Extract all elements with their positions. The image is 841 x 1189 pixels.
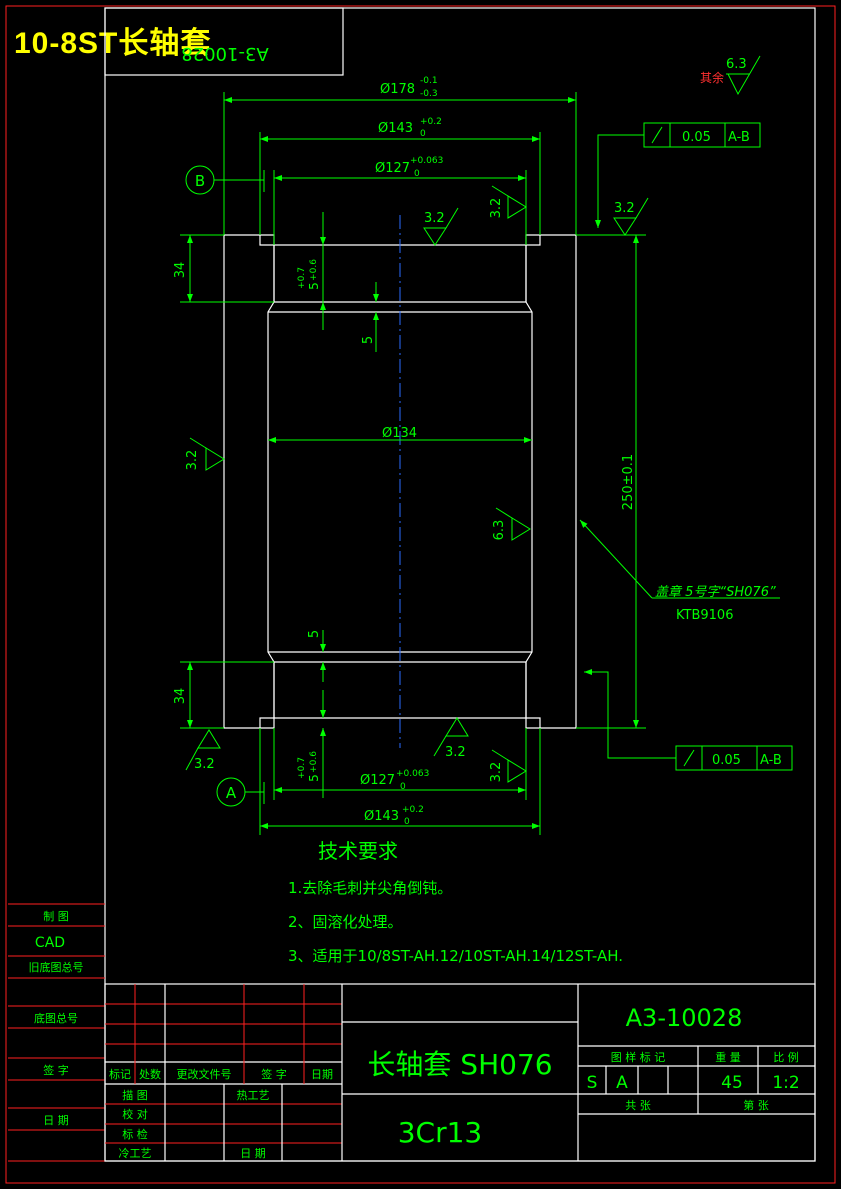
svg-text:Ø134: Ø134: [382, 426, 417, 441]
svg-text:比 例: 比 例: [773, 1050, 799, 1064]
svg-text:旧底图总号: 旧底图总号: [29, 960, 84, 974]
runout-icon: [683, 749, 695, 767]
svg-text:Ø143: Ø143: [378, 121, 413, 136]
svg-text:Ø143: Ø143: [364, 809, 399, 824]
svg-text:签 字: 签 字: [43, 1063, 69, 1077]
svg-text:其余: 其余: [700, 70, 724, 85]
runout-tolerance-bottom: 0.05 A-B: [584, 669, 793, 771]
svg-text:6.3: 6.3: [726, 57, 747, 72]
svg-text:+0.7: +0.7: [297, 267, 307, 289]
svg-text:+0.063: +0.063: [410, 156, 443, 166]
left-wall-section: [223, 234, 275, 729]
svg-text:34: 34: [173, 262, 188, 279]
svg-text:处数: 处数: [139, 1068, 161, 1081]
svg-text:KTB9106: KTB9106: [676, 608, 733, 623]
svg-text:日 期: 日 期: [240, 1147, 266, 1160]
svg-text:3.2: 3.2: [614, 201, 635, 216]
svg-text:0.05: 0.05: [712, 753, 741, 768]
svg-text:34: 34: [173, 688, 188, 705]
svg-text:B: B: [195, 172, 205, 190]
svg-text:5: 5: [307, 282, 321, 290]
svg-text:Ø178: Ø178: [380, 82, 415, 97]
svg-text:0: 0: [400, 782, 406, 792]
svg-text:底图总号: 底图总号: [34, 1011, 78, 1025]
svg-text:图 样 标 记: 图 样 标 记: [611, 1050, 666, 1064]
dimensions: Ø178 -0.1 -0.3 Ø143 +0.2 0 Ø127 +0.063 0…: [173, 76, 646, 835]
svg-text:+0.7: +0.7: [297, 757, 307, 779]
right-wall-section: [525, 234, 577, 729]
svg-text:3.2: 3.2: [489, 762, 504, 783]
svg-text:5: 5: [307, 630, 322, 638]
svg-text:+0.6: +0.6: [309, 751, 319, 773]
material: 3Cr13: [398, 1116, 483, 1149]
svg-text:共 张: 共 张: [625, 1099, 651, 1112]
svg-text:Ø127: Ø127: [375, 161, 410, 176]
svg-text:250±0.1: 250±0.1: [621, 454, 636, 510]
svg-text:+0.6: +0.6: [309, 259, 319, 281]
svg-text:3.2: 3.2: [445, 745, 466, 760]
svg-text:校 对: 校 对: [122, 1107, 148, 1121]
svg-text:0: 0: [404, 817, 410, 827]
sheet-outer-border: [5, 5, 836, 1184]
mirror-code: A3-10028: [181, 43, 269, 64]
svg-text:更改文件号: 更改文件号: [177, 1067, 232, 1081]
svg-text:冷工艺: 冷工艺: [119, 1147, 152, 1160]
svg-text:5: 5: [361, 336, 376, 344]
svg-text:热工艺: 热工艺: [237, 1089, 270, 1102]
svg-text:标记: 标记: [109, 1067, 131, 1081]
scale: 1:2: [772, 1073, 799, 1093]
svg-text:日 期: 日 期: [43, 1114, 69, 1127]
svg-text:0.05: 0.05: [682, 130, 711, 145]
svg-text:Ø127: Ø127: [360, 773, 395, 788]
left-strip: 制 图 CAD 旧底图总号 底图总号 签 字 日 期: [8, 903, 105, 1162]
svg-text:重 量: 重 量: [715, 1050, 741, 1064]
datum-b: B: [185, 165, 265, 195]
svg-text:A-B: A-B: [728, 130, 750, 145]
svg-text:3.2: 3.2: [424, 211, 445, 226]
svg-text:A: A: [226, 784, 237, 802]
svg-text:+0.2: +0.2: [420, 117, 442, 127]
svg-text:0: 0: [420, 129, 426, 139]
roughness-symbols: 其余 6.3 3.2 3.2 3.2 3.2 6.3 3.2 3.2: [185, 55, 761, 783]
stamp-note: 盖章 5号字“SH076” KTB9106: [579, 519, 780, 623]
svg-text:A-B: A-B: [760, 753, 782, 768]
part-section: [223, 215, 577, 748]
svg-text:3.2: 3.2: [185, 450, 200, 471]
svg-text:6.3: 6.3: [492, 520, 507, 541]
svg-text:描 图: 描 图: [122, 1088, 148, 1102]
tech-item: 1.去除毛刺并尖角倒钝。: [288, 879, 452, 897]
runout-icon: [651, 126, 663, 144]
mirror-code-box: [104, 7, 344, 76]
svg-text:盖章 5号字“SH076”: 盖章 5号字“SH076”: [655, 584, 776, 600]
svg-text:-0.1: -0.1: [420, 76, 438, 86]
tech-item: 2、固溶化处理。: [288, 913, 403, 931]
svg-text:0: 0: [414, 169, 420, 179]
runout-tolerance-top: 0.05 A-B: [595, 122, 761, 228]
svg-text:CAD: CAD: [35, 935, 65, 951]
svg-text:A: A: [616, 1073, 628, 1093]
svg-text:+0.063: +0.063: [396, 769, 429, 779]
svg-text:技术要求: 技术要求: [318, 839, 398, 863]
svg-text:-0.3: -0.3: [420, 89, 438, 99]
svg-text:标 检: 标 检: [122, 1127, 148, 1141]
tech-item: 3、适用于10/8ST-AH.12/10ST-AH.14/12ST-AH.: [288, 947, 623, 965]
svg-text:签 字: 签 字: [261, 1067, 287, 1081]
svg-text:3.2: 3.2: [194, 757, 215, 772]
svg-text:5: 5: [307, 774, 321, 782]
title-block: 标记 处数 更改文件号 签 字 日期 描 图 校 对 标 检 冷工艺 热工艺 日…: [104, 983, 816, 1162]
svg-text:3.2: 3.2: [489, 198, 504, 219]
technical-requirements: 技术要求 1.去除毛刺并尖角倒钝。 2、固溶化处理。 3、适用于10/8ST-A…: [288, 839, 623, 965]
svg-text:S: S: [587, 1073, 598, 1093]
drawing-title: 10-8ST长轴套: [14, 27, 212, 60]
svg-text:制 图: 制 图: [43, 910, 69, 923]
part-name: 长轴套 SH076: [367, 1048, 552, 1081]
weight: 45: [721, 1073, 743, 1093]
svg-text:第 张: 第 张: [743, 1098, 769, 1112]
svg-text:+0.2: +0.2: [402, 805, 424, 815]
datum-a: A: [216, 777, 265, 807]
drawing-number: A3-10028: [626, 1004, 743, 1032]
svg-text:日期: 日期: [311, 1068, 333, 1081]
